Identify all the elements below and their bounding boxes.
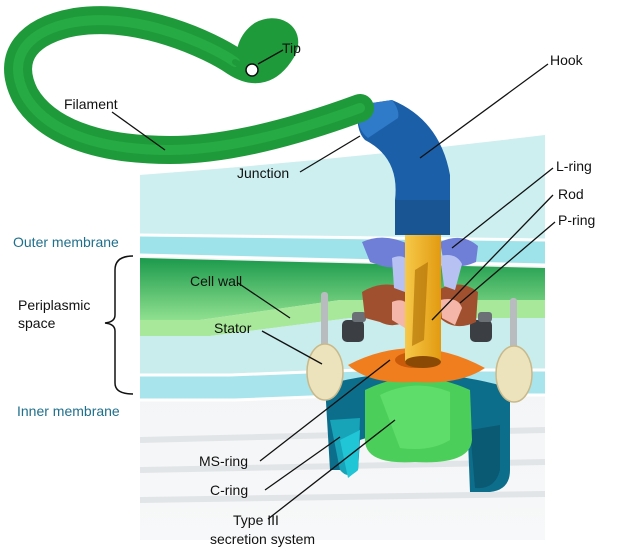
label-hook: Hook [550, 52, 583, 68]
label-type-iii-line2: secretion system [210, 531, 316, 547]
label-l-ring: L-ring [556, 158, 592, 174]
stator-right [495, 298, 533, 403]
label-junction: Junction [237, 165, 290, 181]
label-type-iii-line1: Type III [233, 512, 279, 528]
filament-tip-marker [245, 63, 259, 77]
l-ring-shape [362, 237, 478, 292]
leader-lines [111, 49, 556, 520]
periplasmic-bracket [104, 255, 134, 395]
label-cell-wall: Cell wall [190, 273, 243, 289]
label-rod: Rod [558, 186, 584, 202]
label-p-ring: P-ring [558, 212, 596, 228]
label-stator: Stator [214, 320, 252, 336]
stator-motor-units [342, 312, 492, 342]
stator-left [306, 292, 344, 401]
label-outer-membrane: Outer membrane [13, 234, 119, 250]
rod-shape [405, 235, 441, 368]
label-periplasmic-space-line1: Periplasmic [18, 297, 91, 313]
label-ms-ring: MS-ring [199, 453, 249, 469]
filament-shape [4, 6, 374, 165]
label-filament: Filament [64, 96, 118, 112]
label-c-ring: C-ring [210, 482, 249, 498]
type-iii-secretion-highlight [380, 385, 450, 449]
label-inner-membrane: Inner membrane [17, 403, 120, 419]
label-tip: Tip [282, 40, 301, 56]
label-periplasmic-space-line2: space [18, 315, 56, 331]
